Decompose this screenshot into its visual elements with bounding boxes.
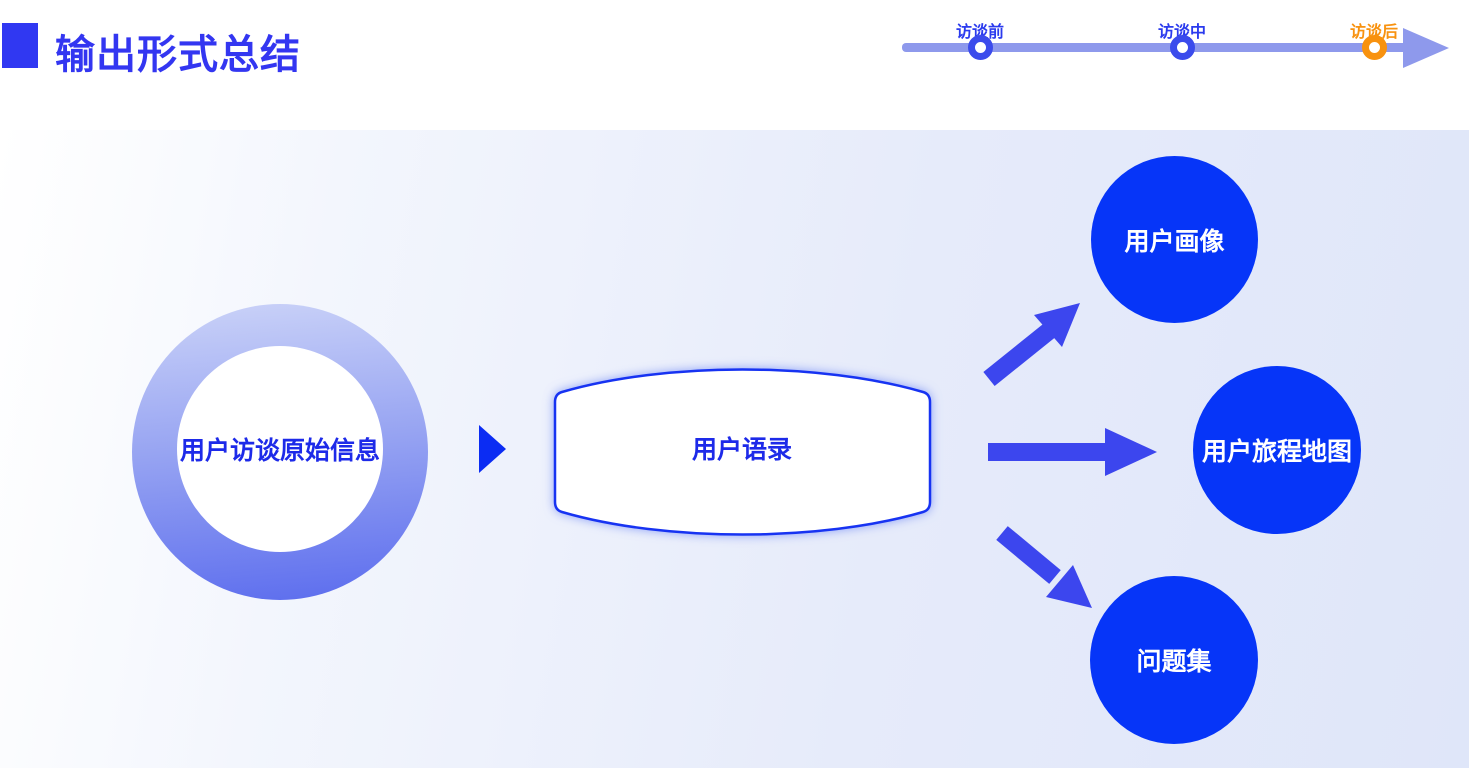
timeline-stage-label-before: 访谈前 xyxy=(955,24,1004,41)
output-circle-journey-map: 用户旅程地图 xyxy=(1193,366,1361,534)
flow-arrow-right-icon xyxy=(988,428,1157,476)
timeline-stage-label-during: 访谈中 xyxy=(1157,24,1206,41)
output-label-question-set: 问题集 xyxy=(1136,648,1212,676)
output-circle-user-persona: 用户画像 xyxy=(1091,156,1258,323)
title-accent-square xyxy=(2,23,38,68)
quote-shape xyxy=(553,368,932,536)
quote-label: 用户语录 xyxy=(691,436,792,464)
timeline-marker-after xyxy=(1362,35,1387,60)
page-title: 输出形式总结 xyxy=(55,33,301,77)
timeline-stage-label-after: 访谈后 xyxy=(1349,24,1398,41)
source-inner-circle: 用户访谈原始信息 xyxy=(177,346,383,552)
arrow-right-icon xyxy=(1403,28,1449,68)
play-triangle-icon xyxy=(479,425,506,473)
output-label-journey-map: 用户旅程地图 xyxy=(1201,438,1352,466)
interview-phase-timeline: 访谈前 访谈中 访谈后 xyxy=(900,10,1469,90)
source-label: 用户访谈原始信息 xyxy=(179,437,380,465)
flow-arrow-up-right-icon xyxy=(983,303,1080,387)
output-circle-question-set: 问题集 xyxy=(1090,576,1258,744)
timeline-bar xyxy=(902,43,1407,52)
source-ring-circle: 用户访谈原始信息 xyxy=(132,304,428,600)
flow-arrow-down-right-icon xyxy=(996,526,1092,608)
timeline-marker-before xyxy=(968,35,993,60)
timeline-marker-during xyxy=(1170,35,1195,60)
output-label-user-persona: 用户画像 xyxy=(1124,227,1225,256)
